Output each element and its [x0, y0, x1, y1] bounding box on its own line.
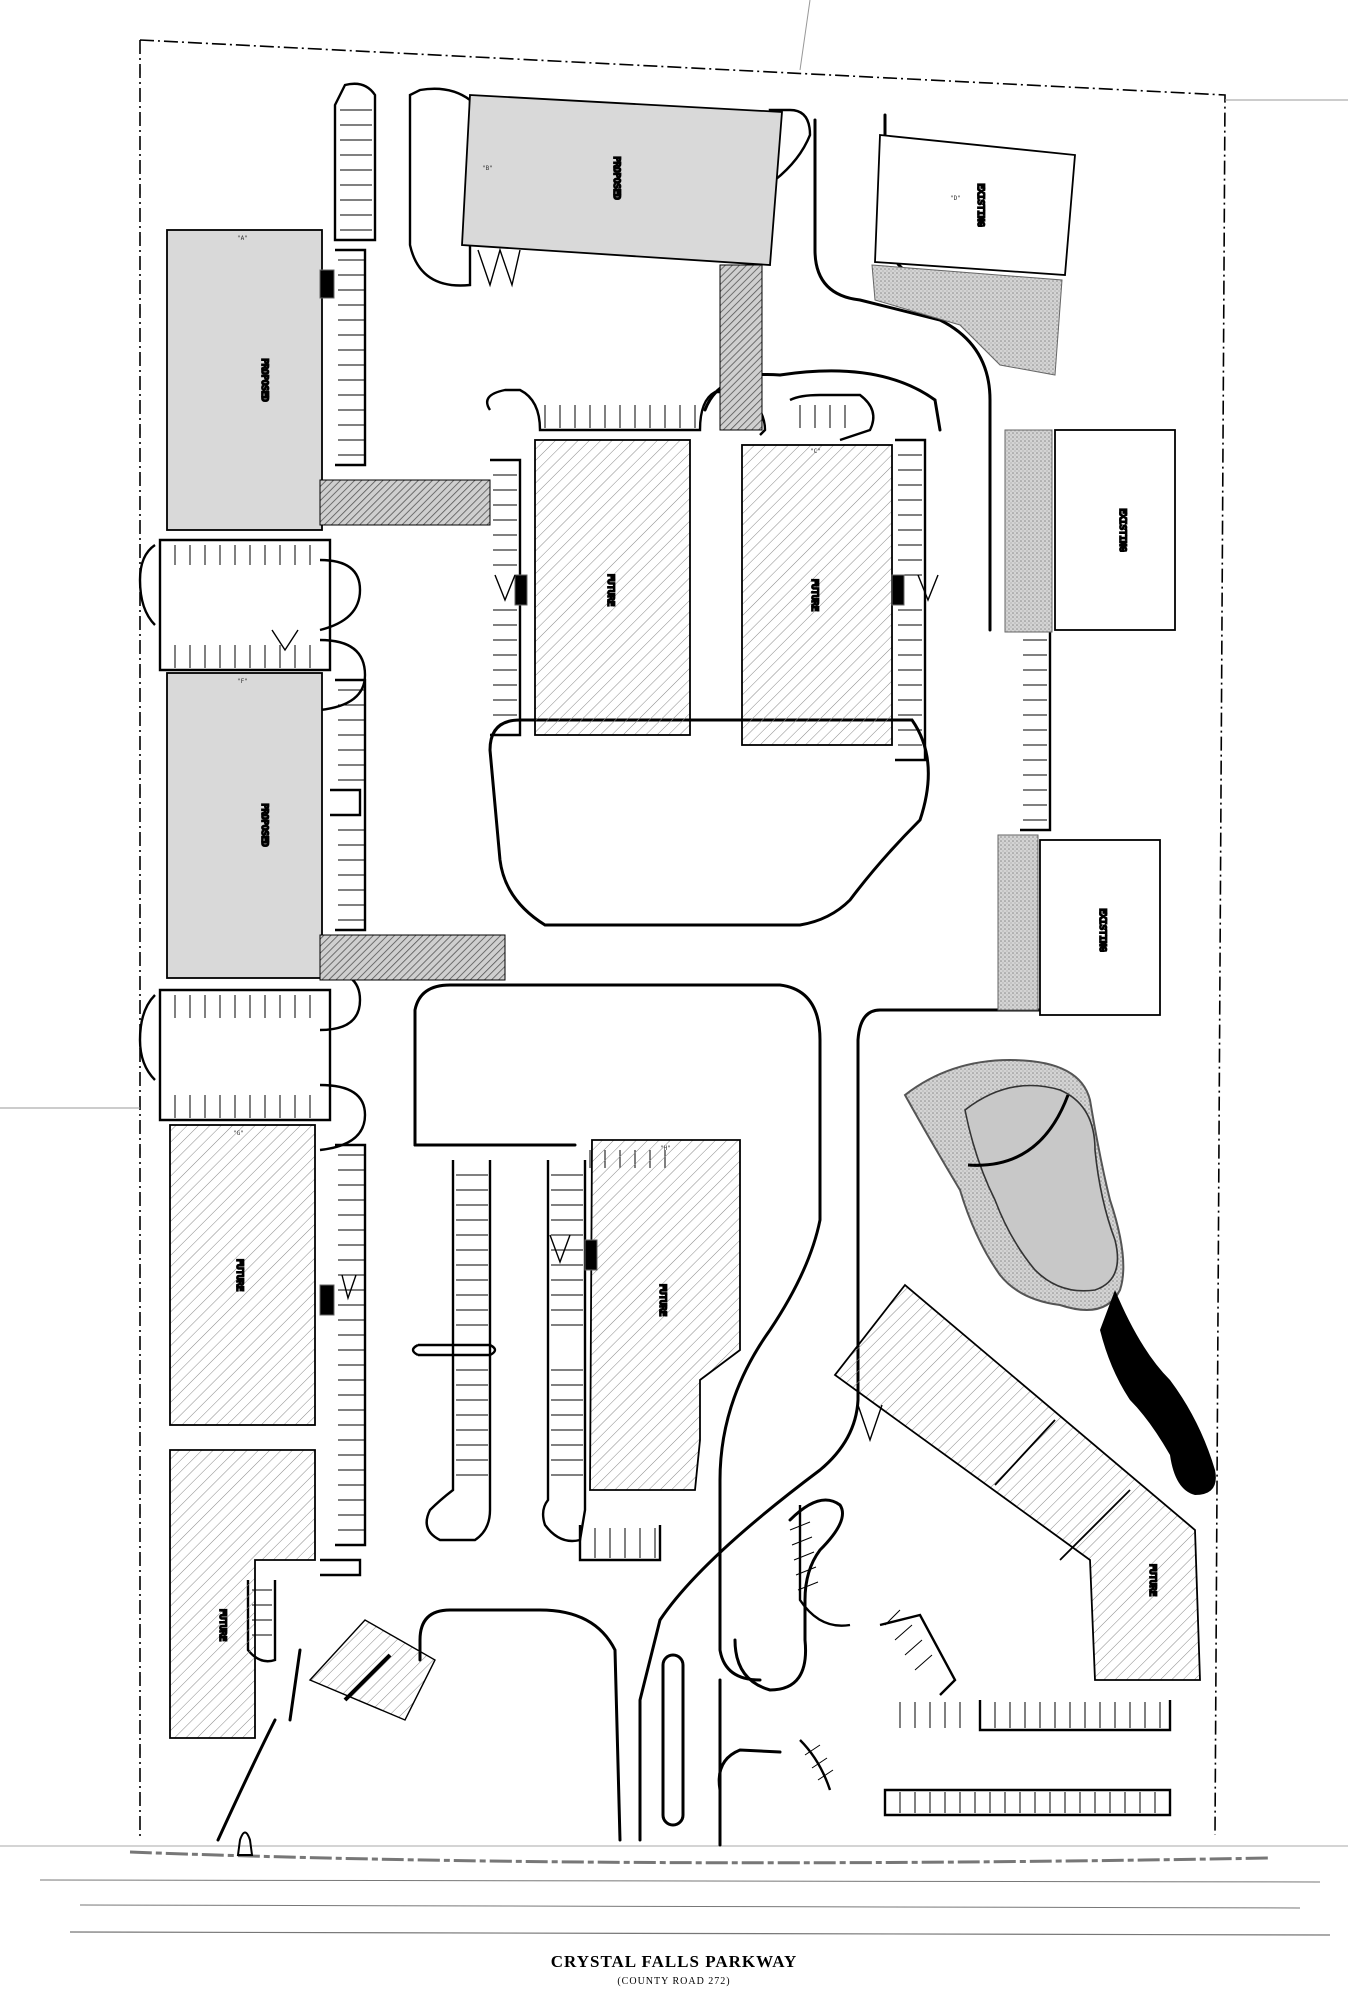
building-label: PROPOSED: [611, 156, 621, 199]
paved-areas: [319, 264, 1063, 1316]
building-label: FUTURE: [234, 1259, 244, 1292]
svg-text:"B": "B": [482, 165, 493, 172]
building-label: FUTURE: [217, 1609, 227, 1642]
building-proposed-north: PROPOSED: [461, 94, 783, 266]
svg-text:"F": "F": [237, 678, 248, 685]
site-furnishings: [236, 247, 939, 1856]
detention-pond: [903, 1058, 1216, 1495]
building-label: EXISTING: [975, 183, 985, 226]
building-future-southeast: FUTURE: [833, 1283, 1201, 1681]
building-existing-se: EXISTING: [1039, 839, 1161, 1016]
road-name: CRYSTAL FALLS PARKWAY: [550, 1952, 798, 1971]
road-designation: (COUNTY ROAD 272): [617, 1976, 731, 1987]
building-label: EXISTING: [1117, 508, 1127, 551]
roadway-lines: [0, 1845, 1348, 1936]
drawing-notes: "A" "F" "G" "H" "B" "C" "D": [233, 165, 961, 1152]
building-proposed-west-1: PROPOSED: [166, 229, 323, 531]
building-future-southwest: FUTURE: [169, 1449, 316, 1739]
building-existing-east: EXISTING: [1054, 429, 1176, 631]
building-label: FUTURE: [657, 1284, 667, 1317]
building-label: PROPOSED: [259, 803, 269, 846]
svg-text:"H": "H": [660, 1145, 671, 1152]
svg-text:"D": "D": [950, 195, 961, 202]
building-future-west-3: FUTURE: [169, 1124, 316, 1426]
svg-text:"A": "A": [237, 235, 248, 242]
svg-text:"G": "G": [233, 1130, 244, 1137]
svg-text:"C": "C": [810, 448, 821, 455]
building-proposed-west-2: PROPOSED: [166, 672, 323, 979]
building-label: FUTURE: [1147, 1564, 1157, 1597]
parking-stripes: [174, 109, 1161, 1813]
property-line: [139, 39, 1226, 1840]
survey-line: [799, 0, 811, 71]
building-existing-ne: EXISTING: [874, 134, 1076, 276]
building-label: EXISTING: [1097, 908, 1107, 951]
building-label: FUTURE: [605, 574, 615, 607]
building-future-center-right: FUTURE: [741, 444, 893, 746]
buildings: PROPOSED PROPOSED PROPOSED FUTURE FUTURE…: [166, 94, 1201, 1739]
building-future-south-center: FUTURE: [589, 1139, 741, 1491]
building-future-center-left: FUTURE: [534, 439, 691, 736]
building-label: PROPOSED: [259, 358, 269, 401]
building-label: FUTURE: [809, 579, 819, 612]
